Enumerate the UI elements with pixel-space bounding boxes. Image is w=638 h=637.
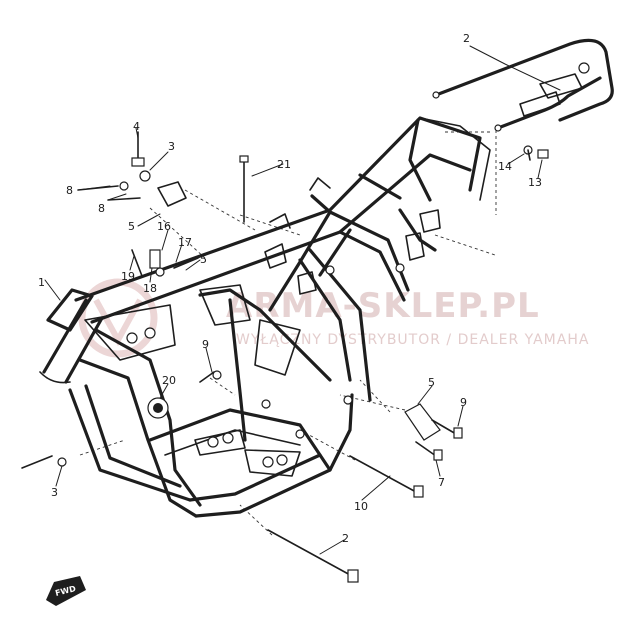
callout-5-lower: 5 — [428, 376, 435, 389]
callout-2-top: 2 — [463, 32, 470, 45]
callout-13: 13 — [528, 176, 542, 189]
rear-grab-bar — [432, 38, 614, 132]
watermark: ARMA-SKLEP.PL WYŁĄCZNY DYSTRYBUTOR / DEA… — [78, 278, 589, 358]
callout-20: 20 — [162, 374, 176, 387]
callout-16: 16 — [157, 220, 171, 233]
motorcycle-frame — [39, 116, 491, 518]
parts — [21, 131, 549, 583]
watermark-sub: WYŁĄCZNY DYSTRYBUTOR / DEALER YAMAHA — [236, 332, 589, 348]
callout-9: 9 — [460, 396, 467, 409]
callout-5-middle: 5 — [200, 253, 207, 266]
watermark-main: ARMA-SKLEP.PL — [226, 286, 540, 326]
callout-18: 18 — [143, 282, 157, 295]
callout-7: 8 — [98, 202, 105, 215]
callout-numbers: 2 4 3 8 8 5 21 14 13 16 17 5 19 18 1 9 2… — [38, 32, 542, 545]
watermark-logo-icon — [78, 278, 158, 358]
callout-5-upper: 5 — [128, 220, 135, 233]
callout-3-lower: 3 — [51, 486, 58, 499]
callout-leaders — [55, 45, 561, 555]
callout-4: 4 — [133, 120, 140, 133]
callout-2-bottom: 2 — [342, 532, 349, 545]
fwd-arrow-icon: FWD — [46, 576, 86, 606]
callout-1: 1 — [38, 276, 45, 289]
callout-14: 14 — [498, 160, 512, 173]
assembly-leader-lines — [79, 130, 497, 536]
callout-8-upper: 8 — [66, 184, 73, 197]
callout-17: 17 — [178, 236, 192, 249]
callout-10: 10 — [354, 500, 368, 513]
callout-21: 21 — [277, 158, 291, 171]
callout-8-lower: 9 — [202, 338, 209, 351]
callout-3-upper: 3 — [168, 140, 175, 153]
callout-6: 7 — [438, 476, 445, 489]
callout-19: 19 — [121, 270, 135, 283]
